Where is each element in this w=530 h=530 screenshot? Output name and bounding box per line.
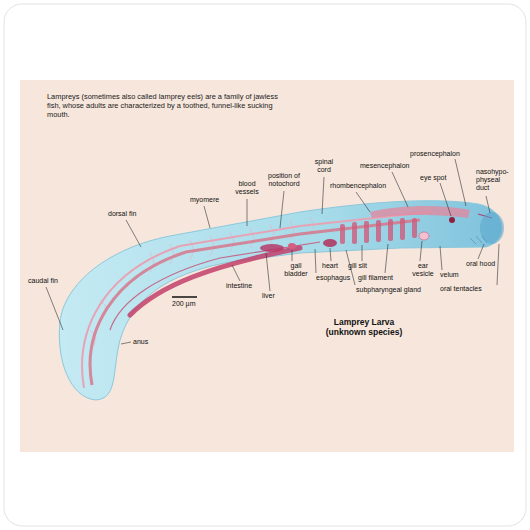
part-label: position of notochord: [262, 172, 306, 188]
diagram-title: Lamprey Larva (unknown species): [316, 318, 412, 338]
part-label: intestine: [226, 282, 252, 290]
part-label: prosencephalon: [410, 150, 460, 158]
part-label: myomere: [190, 196, 219, 204]
part-label: mesencephalon: [360, 162, 409, 170]
part-label: nasohypo- physeal duct: [476, 168, 510, 192]
part-label: subpharyngeal gland: [356, 286, 421, 294]
part-label: gill filament: [358, 274, 393, 282]
part-label: gill slit: [348, 262, 367, 270]
part-label: dorsal fin: [108, 210, 136, 218]
part-label: eye spot: [420, 174, 446, 182]
part-label: esophagus: [316, 274, 350, 282]
part-label: liver: [262, 292, 275, 300]
description-note: Lampreys (sometimes also called lamprey …: [47, 93, 287, 120]
part-label: ear vesicle: [410, 262, 436, 278]
part-label: velum: [440, 271, 459, 279]
part-label: blood vessels: [232, 180, 262, 196]
part-label: heart: [322, 262, 338, 270]
part-label: oral hood: [466, 260, 495, 268]
part-label: anus: [133, 338, 148, 346]
part-label: gall bladder: [282, 262, 310, 278]
part-label: caudal fin: [28, 277, 58, 285]
part-label: oral tentacles: [440, 285, 482, 293]
part-label: spinal cord: [310, 158, 338, 174]
part-label: rhombencephalon: [330, 182, 386, 190]
scale-bar-label: 200 µm: [172, 300, 196, 308]
